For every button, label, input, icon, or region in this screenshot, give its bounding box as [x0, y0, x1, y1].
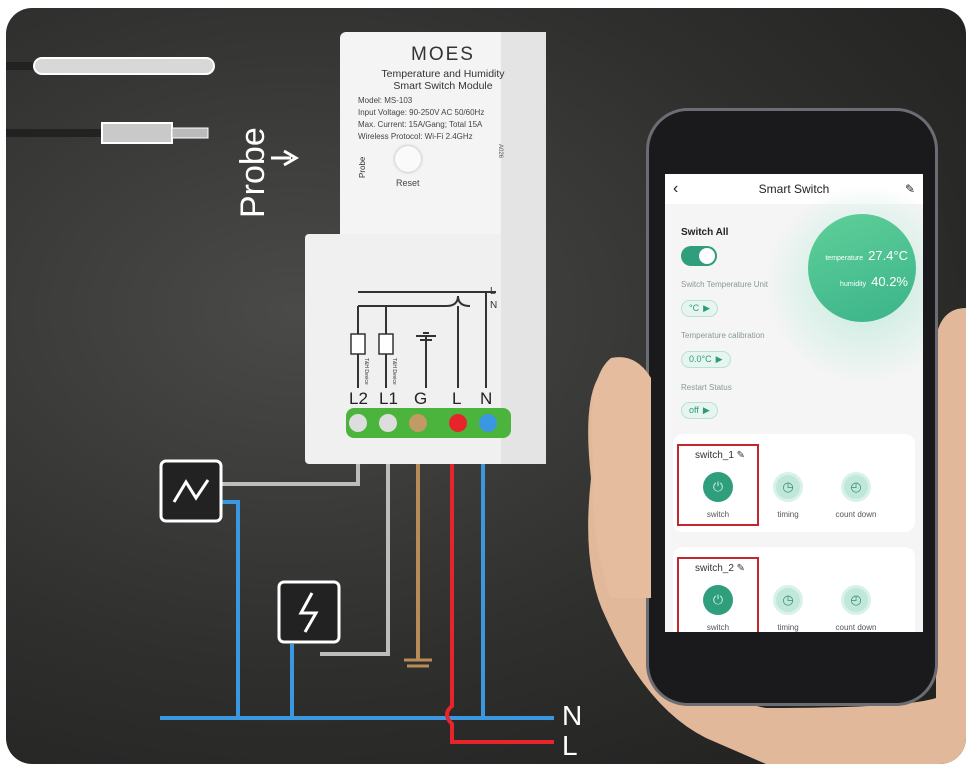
switch-name[interactable]: switch_2 ✎ — [695, 563, 746, 574]
switch-card-1: switch_1 ✎ ⏻ ◷ ◴ switch timing count dow… — [673, 434, 915, 532]
title-line-1: Temperature and Humidity — [381, 68, 505, 80]
switch-all-toggle[interactable] — [681, 246, 717, 266]
timing-label: timing — [777, 623, 799, 632]
title-line-2: Smart Switch Module — [393, 80, 493, 92]
spec-model: Model: MS-103 — [358, 96, 413, 105]
spec-voltage: Input Voltage: 90-250V AC 50/60Hz — [358, 108, 485, 117]
countdown-button[interactable]: ◴ — [841, 585, 871, 615]
temperature-value: 27.4°C — [868, 248, 908, 263]
switch-card-2: switch_2 ✎ ⏻ ◷ ◴ switch timing count dow… — [673, 547, 915, 632]
restart-value: off — [689, 405, 699, 415]
brand-logo: MOES — [411, 44, 475, 65]
power-button[interactable]: ⏻ — [703, 585, 733, 615]
timing-button[interactable]: ◷ — [773, 472, 803, 502]
highlight-box — [677, 557, 759, 632]
timing-button[interactable]: ◷ — [773, 585, 803, 615]
power-button[interactable]: ⏻ — [703, 472, 733, 502]
power-label: switch — [706, 623, 730, 632]
terminal-g: G — [414, 389, 428, 408]
wire-live — [445, 418, 554, 744]
module-side — [501, 32, 546, 464]
probe-cable — [6, 57, 299, 167]
diagram-n: N — [490, 300, 498, 311]
restart-select[interactable]: off▶ — [681, 401, 718, 419]
restart-label: Restart Status — [681, 383, 732, 392]
wire-l1 — [320, 418, 390, 656]
reset-label: Reset — [396, 178, 420, 188]
mains-l: L — [562, 730, 578, 761]
thumb — [591, 357, 651, 598]
countdown-label: count down — [835, 510, 877, 519]
unit-value: °C — [689, 303, 700, 313]
spec-current: Max. Current: 15A/Gang; Total 15A — [358, 120, 483, 129]
calibration-select[interactable]: 0.0°C▶ — [681, 350, 731, 368]
switch-all-label: Switch All — [681, 227, 729, 238]
probe-port-label: Probe — [358, 156, 367, 178]
countdown-label: count down — [835, 623, 877, 632]
humidity-value: 40.2% — [871, 274, 908, 289]
device-label-2: T&H Device — [391, 358, 397, 385]
terminal-l: L — [452, 389, 462, 408]
switch-name[interactable]: switch_1 ✎ — [695, 450, 746, 461]
play-icon: ▶ — [702, 404, 710, 415]
sensor-readings: temperature 27.4°C humidity 40.2% — [808, 214, 916, 322]
load-1-icon — [159, 459, 223, 523]
device-label-1: T&H Device — [363, 358, 369, 385]
diagram-l: L — [490, 286, 496, 297]
edit-icon[interactable]: ✎ — [904, 182, 915, 196]
temperature-label: temperature — [825, 255, 864, 262]
app-screen: ‹ Smart Switch ✎ temperature 27.4°C humid… — [665, 174, 923, 632]
power-label: switch — [706, 510, 730, 519]
back-icon[interactable]: ‹ — [673, 180, 679, 197]
countdown-button[interactable]: ◴ — [841, 472, 871, 502]
calibration-label: Temperature calibration — [681, 331, 765, 340]
play-icon: ▶ — [715, 353, 723, 364]
app-title: Smart Switch — [758, 182, 830, 196]
probe-label: Probe — [234, 127, 272, 218]
humidity-label: humidity — [840, 281, 867, 288]
unit-select[interactable]: °C▶ — [681, 299, 719, 317]
play-icon: ▶ — [703, 302, 711, 313]
highlight-box — [677, 444, 759, 526]
unit-label: Switch Temperature Unit — [681, 280, 768, 289]
terminal-l1: L1 — [379, 389, 398, 408]
load-2-icon — [277, 580, 341, 644]
terminal-n: N — [480, 389, 493, 408]
terminal-l2: L2 — [349, 389, 368, 408]
reset-button[interactable] — [395, 146, 421, 172]
module-diagram — [346, 291, 511, 438]
mains-n: N — [562, 700, 583, 731]
calibration-value: 0.0°C — [689, 354, 712, 364]
timing-label: timing — [777, 510, 799, 519]
spec-protocol: Wireless Protocol: Wi-Fi 2.4GHz — [358, 132, 473, 141]
module-code: A026 — [497, 143, 504, 159]
